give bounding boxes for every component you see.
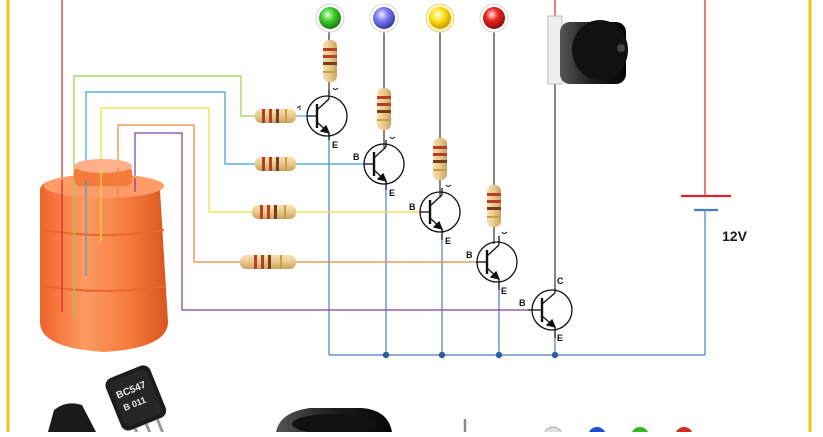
transistor-photo-bc547: BC547 B 011 (105, 365, 167, 437)
probe-wire-green (73, 75, 255, 318)
transistor-symbol-1 (296, 87, 348, 140)
label-c-5: C (557, 276, 564, 286)
label-b-3: B (409, 202, 416, 212)
transistor-symbol-2 (363, 136, 405, 190)
battery-symbol (681, 194, 731, 212)
terminal-labels: E B E B E B E B C E (332, 140, 564, 343)
frame-border (6, 0, 812, 437)
resistor-vertical-4 (487, 185, 501, 227)
probe-wire-yellow (100, 107, 252, 242)
led-red-icon (479, 3, 509, 33)
ground-bus (328, 140, 706, 356)
resistor-vertical-3 (433, 138, 447, 180)
led-blue-icon (369, 3, 399, 33)
label-b-4: B (466, 250, 473, 260)
label-b-5: B (519, 298, 526, 308)
label-e-3: E (445, 236, 451, 246)
resistor-horizontal-1 (255, 109, 296, 123)
transistor-symbol-3 (419, 184, 461, 240)
buzzer-icon (547, 15, 628, 85)
resistor-horizontal-3 (252, 205, 296, 219)
transistor-symbol-4 (476, 231, 518, 290)
probe-wires-in-tank (61, 168, 136, 318)
transistor-photo-small (48, 403, 96, 432)
base-leads (296, 115, 476, 263)
probe-wires (73, 75, 528, 318)
resistor-horizontal-4 (240, 255, 296, 269)
led-green-icon (315, 3, 345, 33)
resistor-horizontal-2 (255, 157, 296, 171)
probe-wire-orange (117, 124, 240, 263)
led-photos (543, 426, 693, 437)
voltage-label: 12V (722, 228, 748, 244)
label-e-4: E (501, 286, 507, 296)
label-b-2: B (353, 152, 360, 162)
transistor-symbol-5 (528, 288, 573, 338)
water-tank (40, 159, 168, 352)
label-e-2: E (389, 188, 395, 198)
ground-junctions (382, 351, 559, 359)
resistor-vertical-2 (377, 88, 391, 130)
resistor-vertical-1 (323, 40, 337, 82)
label-e-1: E (332, 140, 338, 150)
probe-wire-purple (134, 132, 528, 311)
probe-wire-blue (85, 91, 255, 276)
label-e-5: E (557, 333, 563, 343)
buzzer-photo (276, 408, 392, 434)
led-yellow-icon (425, 3, 455, 33)
